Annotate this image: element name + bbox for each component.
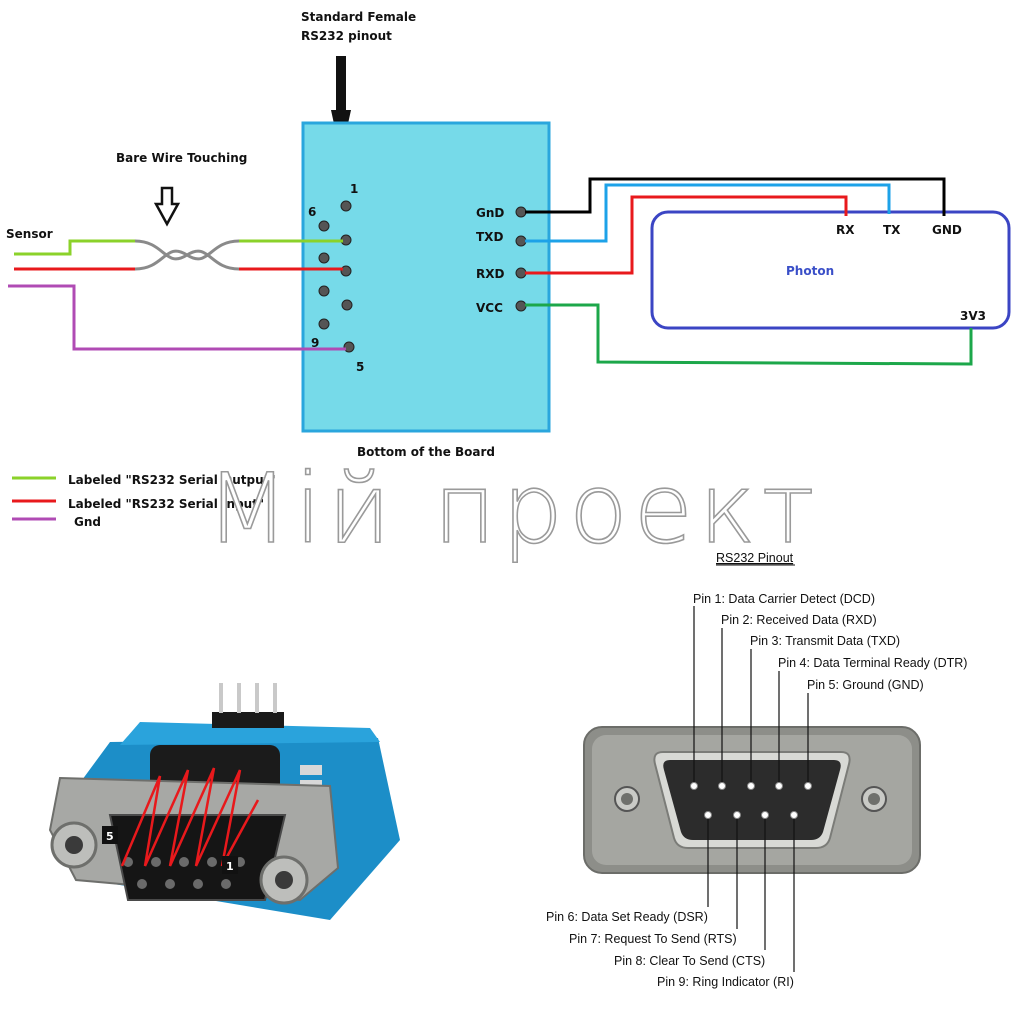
ttl-pin-vcc: VCC xyxy=(476,301,503,315)
photo-tag-1: 1 xyxy=(226,860,234,873)
pin-leader-lines-bottom xyxy=(707,819,795,972)
pin-number-6: 6 xyxy=(308,205,316,219)
db9-pins xyxy=(318,200,355,353)
pinout-title: RS232 Pinout xyxy=(716,551,794,565)
screw-hole-right-icon xyxy=(861,786,887,812)
green-wire-vcc xyxy=(525,303,973,366)
ttl-pin-txd: TXD xyxy=(476,230,503,244)
legend-text-output: Labeled "RS232 Serial Output" xyxy=(68,473,276,487)
pin-number-9: 9 xyxy=(311,336,319,350)
pin-label-4: Pin 4: Data Terminal Ready (DTR) xyxy=(778,656,967,670)
red-wire-rxd xyxy=(525,195,848,275)
db9-connector xyxy=(583,726,921,874)
pin-number-5: 5 xyxy=(356,360,364,374)
thumb-screw-right-icon xyxy=(259,855,309,905)
thumb-screw-left-icon xyxy=(50,821,98,869)
photon-rx-label: RX xyxy=(836,223,855,237)
pin-leader-lines-top xyxy=(693,606,809,782)
ttl-pin-dots xyxy=(515,206,527,312)
header-pins xyxy=(212,683,284,728)
green-wire-left xyxy=(14,239,135,256)
hollow-arrow-icon xyxy=(153,186,181,227)
sensor-label: Sensor xyxy=(6,227,53,241)
screw-hole-left-icon xyxy=(614,786,640,812)
photon-label: Photon xyxy=(786,264,834,278)
red-wire-overlay xyxy=(120,767,260,867)
header-line-1: Standard Female xyxy=(301,10,416,24)
blue-wire-txd xyxy=(525,183,891,243)
legend-text-input: Labeled "RS232 Serial Input" xyxy=(68,497,264,511)
pin-number-1: 1 xyxy=(350,182,358,196)
pin-label-5: Pin 5: Ground (GND) xyxy=(807,678,924,692)
photon-gnd-label: GND xyxy=(932,223,962,237)
photon-3v3-label: 3V3 xyxy=(960,309,986,323)
rs232-module-photo: 5 1 xyxy=(48,683,400,920)
pin-label-1: Pin 1: Data Carrier Detect (DCD) xyxy=(693,592,875,606)
pin-label-9: Pin 9: Ring Indicator (RI) xyxy=(657,975,794,989)
legend-text-gnd: Gnd xyxy=(74,515,101,529)
photo-tag-5: 5 xyxy=(106,830,114,843)
ttl-pin-gnd: GnD xyxy=(476,206,504,220)
board xyxy=(301,121,551,433)
ttl-pin-rxd: RXD xyxy=(476,267,504,281)
bare-wire-label: Bare Wire Touching xyxy=(116,151,247,165)
pin-label-2: Pin 2: Received Data (RXD) xyxy=(721,613,877,627)
pin-label-6: Pin 6: Data Set Ready (DSR) xyxy=(546,910,708,924)
purple-wire xyxy=(8,284,346,351)
pin-label-8: Pin 8: Clear To Send (CTS) xyxy=(614,954,765,968)
photon-tx-label: TX xyxy=(883,223,901,237)
black-wire-gnd xyxy=(525,177,946,216)
watermark: Мій проект xyxy=(206,453,820,565)
pin-label-3: Pin 3: Transmit Data (TXD) xyxy=(750,634,900,648)
header-line-2: RS232 pinout xyxy=(301,29,392,43)
pin-label-7: Pin 7: Request To Send (RTS) xyxy=(569,932,737,946)
bare-wire-touching xyxy=(134,239,240,271)
board-caption: Bottom of the Board xyxy=(357,445,495,459)
photon-board xyxy=(650,210,1011,330)
